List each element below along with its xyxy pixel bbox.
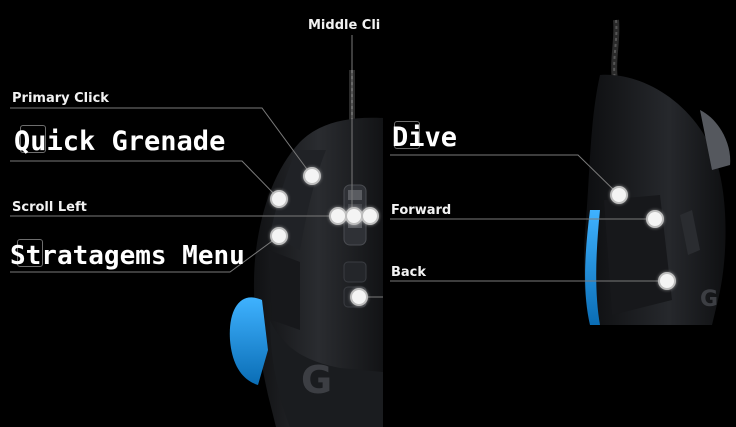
forward-label: Forward <box>391 203 452 218</box>
quick-grenade-hotspot[interactable] <box>270 190 288 208</box>
mouse-top-view-image: G <box>229 69 383 427</box>
text-cursor-box <box>20 125 46 153</box>
primary-click-hotspot[interactable] <box>303 167 321 185</box>
text-cursor-box <box>394 121 420 149</box>
panel-divider <box>383 0 390 427</box>
scroll-left-label: Scroll Left <box>12 200 87 215</box>
top-back-hotspot[interactable] <box>350 288 368 306</box>
svg-text:G: G <box>301 358 332 402</box>
dive-hotspot[interactable] <box>610 186 628 204</box>
leader-dive <box>390 154 620 196</box>
forward-hotspot[interactable] <box>646 210 664 228</box>
middle-click-label: Middle Cli <box>308 18 381 33</box>
leader-stratagems-menu <box>10 235 280 273</box>
primary-click-label: Primary Click <box>12 91 109 106</box>
quick-grenade-label: Quick Grenade <box>14 126 226 157</box>
svg-text:G: G <box>700 287 718 312</box>
stratagems-menu-label: Stratagems Menu <box>10 241 245 271</box>
text-cursor-box <box>17 239 43 267</box>
leader-quick-grenade <box>10 160 280 200</box>
scroll-right-hotspot[interactable] <box>361 207 379 225</box>
leader-primary-click <box>10 107 313 177</box>
stratagems-menu-hotspot[interactable] <box>270 227 288 245</box>
mouse-side-view-image: G <box>583 19 731 326</box>
back-label: Back <box>391 265 427 280</box>
back-hotspot[interactable] <box>658 272 676 290</box>
dive-label: Dive <box>392 122 458 153</box>
leader-lines <box>10 35 667 298</box>
